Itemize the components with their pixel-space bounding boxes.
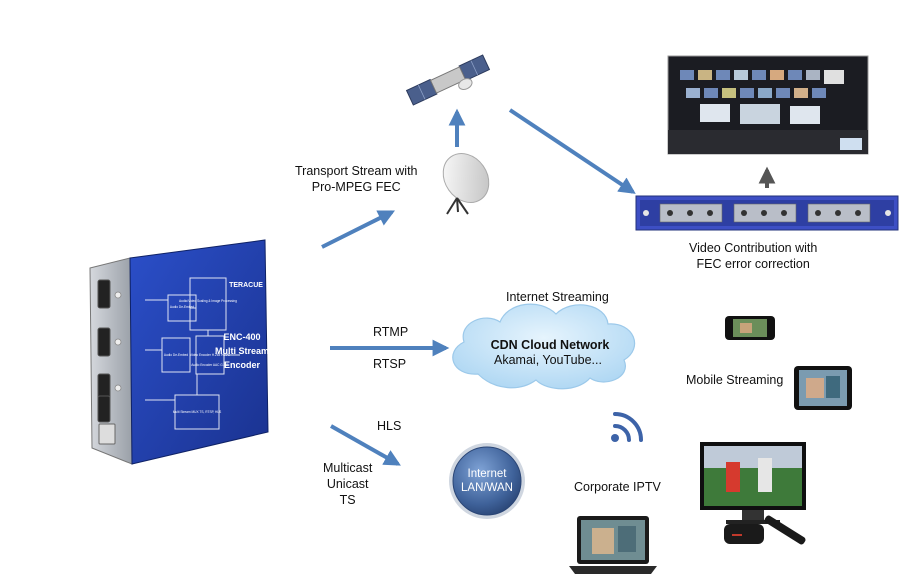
tablet-icon bbox=[794, 366, 852, 410]
cdn-cloud: CDN Cloud Network Akamai, YouTube... bbox=[452, 303, 636, 390]
block-mux: Multi Stream MUX TS, RTSP, HLS bbox=[173, 410, 222, 414]
control-room-image bbox=[667, 55, 869, 155]
rack-unit-icon bbox=[635, 195, 899, 231]
block-audio-encoder: Audio Encoder AAC G.711 bbox=[191, 363, 229, 367]
satellite-dish-icon bbox=[442, 153, 490, 215]
arrow-encoder-to-dish bbox=[321, 210, 396, 249]
smartphone-icon bbox=[725, 316, 775, 340]
encoder-device: Audio De-Embed Audio/Video Scaling & Ima… bbox=[89, 239, 269, 465]
label-mobile-streaming: Mobile Streaming bbox=[686, 373, 784, 387]
arrow-satellite-to-rack bbox=[508, 108, 636, 194]
arrows bbox=[321, 108, 776, 466]
cloud-subtitle: Akamai, YouTube... bbox=[494, 353, 602, 367]
remote-control-icon bbox=[764, 515, 806, 545]
encoder-line2: Multi Stream bbox=[215, 346, 269, 356]
label-video-contribution: Video Contribution with FEC error correc… bbox=[689, 241, 818, 271]
laptop-icon bbox=[569, 516, 657, 574]
block-audio-deembed-2: Audio De-Embed bbox=[164, 353, 189, 357]
set-top-box-icon bbox=[724, 524, 764, 544]
label-corporate-iptv: Corporate IPTV bbox=[574, 480, 661, 494]
block-audio-deembed-1: Audio De-Embed bbox=[170, 305, 195, 309]
globe-line1: Internet bbox=[468, 468, 508, 480]
label-internet-streaming: Internet Streaming bbox=[506, 290, 609, 304]
label-hls: HLS bbox=[377, 419, 402, 433]
encoder-brand: TERACUE bbox=[229, 282, 263, 289]
label-transport-stream: Transport Stream with Pro-MPEG FEC bbox=[295, 164, 418, 194]
internet-globe: Internet LAN/WAN bbox=[449, 443, 525, 519]
satellite-icon bbox=[405, 54, 491, 106]
block-processing: Audio/Video Scaling & Image Processing bbox=[179, 299, 237, 303]
block-video-encoder: Video Encoder H.264 HEVC bbox=[190, 353, 231, 357]
wifi-icon bbox=[611, 412, 643, 442]
arrow-encoder-to-internet bbox=[330, 424, 401, 466]
label-rtmp: RTMP bbox=[373, 325, 409, 339]
globe-line2: LAN/WAN bbox=[461, 482, 513, 494]
tv-icon bbox=[700, 442, 806, 524]
encoder-model: ENC-400 bbox=[223, 332, 260, 342]
label-rtsp: RTSP bbox=[373, 357, 407, 371]
label-multicast: Multicast Unicast TS bbox=[323, 461, 373, 507]
cloud-title: CDN Cloud Network bbox=[491, 338, 610, 352]
encoder-line3: Encoder bbox=[224, 360, 261, 370]
